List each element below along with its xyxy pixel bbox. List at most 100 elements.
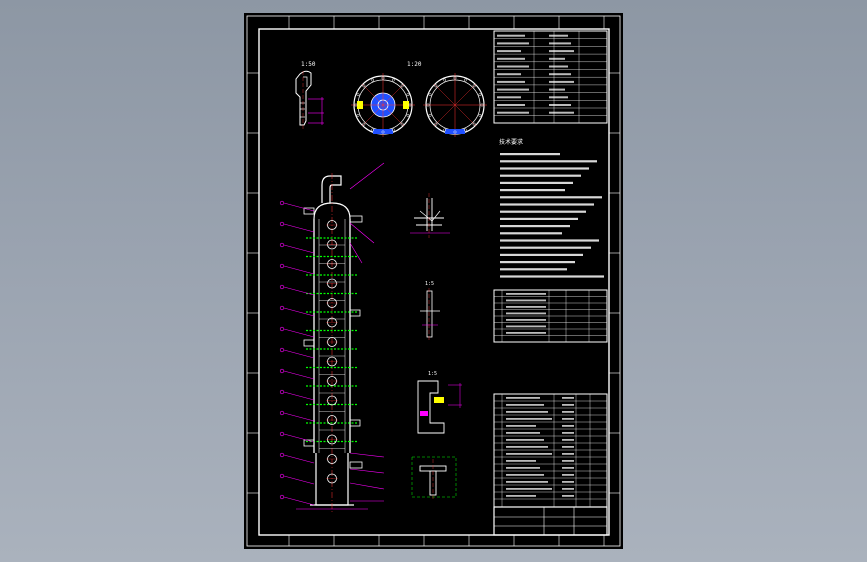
note-text (500, 189, 565, 192)
note-text (500, 167, 589, 170)
note-text (500, 232, 562, 235)
table-text (506, 312, 546, 315)
table-text (506, 446, 548, 448)
bolt-hole (381, 76, 385, 80)
elbow-detail-scale: 1:50 (301, 61, 316, 68)
bolt-hole (434, 84, 438, 88)
note-text (500, 217, 578, 220)
leader-line (283, 391, 315, 401)
table-text (549, 88, 565, 91)
balloon (279, 263, 285, 269)
elbow-detail: 1:50 (295, 61, 324, 131)
table-text (549, 42, 571, 45)
note-text (500, 275, 604, 278)
balloon (279, 200, 285, 206)
table-text (506, 299, 546, 302)
bolt-hole (443, 128, 447, 132)
leader-line (283, 328, 315, 338)
table-text (506, 306, 546, 308)
table-text (562, 425, 574, 427)
table-text (562, 404, 574, 406)
table-text (562, 439, 574, 441)
nozzle-table (493, 289, 608, 343)
title-block (493, 506, 608, 536)
table-text (549, 111, 574, 114)
leader-line (283, 370, 315, 380)
bolt-hole (472, 122, 476, 126)
table-text (549, 57, 565, 60)
table-text (506, 439, 544, 441)
table-text (497, 80, 525, 83)
table-text (562, 453, 574, 455)
table-text (506, 474, 544, 476)
bolt-hole (362, 84, 366, 88)
side-nozzle (349, 309, 361, 317)
table-text (549, 65, 568, 68)
leader-line (283, 244, 315, 254)
detail-3-scale: 1:5 (428, 371, 437, 377)
note-text (500, 239, 599, 242)
table-text (506, 404, 544, 406)
detail-3: 1:5 (417, 371, 462, 434)
table-text (562, 467, 574, 469)
bolt-holes-a (354, 76, 412, 134)
inner-frame (258, 28, 610, 536)
bolt-hole (443, 78, 447, 82)
note-text (500, 174, 581, 177)
table-text (549, 96, 568, 99)
note-text (500, 210, 586, 213)
leader-line (349, 468, 385, 474)
table-text (506, 397, 540, 399)
bolt-hole (406, 93, 410, 97)
side-nozzle (349, 461, 363, 469)
table-text (549, 104, 571, 106)
bolt-hole (428, 113, 432, 117)
section-view-b (423, 73, 487, 137)
note-text (500, 160, 597, 163)
table-text (506, 325, 546, 328)
bolt-hole (428, 93, 432, 97)
table-text (506, 481, 548, 483)
column-elevation (279, 162, 385, 513)
note-text (500, 225, 570, 228)
detail-1 (410, 193, 450, 238)
table-text (506, 332, 546, 334)
leader-line (283, 496, 315, 506)
leader-line (283, 349, 315, 359)
leader-line (283, 454, 315, 464)
table-text (506, 495, 536, 497)
bolt-hole (391, 78, 395, 82)
drawing-canvas: 1:50 1:20 (246, 15, 621, 547)
note-text (500, 261, 575, 264)
bolt-hole (371, 78, 375, 82)
parts-list (493, 393, 608, 508)
leader-line (283, 412, 315, 422)
table-text (506, 488, 552, 490)
note-text (500, 196, 602, 199)
note-text (500, 153, 560, 156)
balloon (279, 284, 285, 290)
table-text (562, 418, 574, 420)
table-text (562, 460, 574, 462)
balloon (279, 452, 285, 458)
leader-line (283, 433, 315, 443)
section-view-a: 1:20 (351, 61, 422, 137)
note-text (500, 181, 573, 184)
leader-lines (279, 162, 385, 510)
table-text (506, 425, 536, 427)
bolt-hole (400, 84, 404, 88)
bolt-hole (478, 93, 482, 97)
leader-line (283, 265, 315, 275)
side-nozzle (349, 419, 361, 427)
table-text (497, 111, 529, 114)
table-text (506, 460, 536, 462)
balloon (279, 494, 285, 500)
balloon (279, 431, 285, 437)
note-text (500, 246, 591, 249)
leader-line (283, 307, 315, 317)
table-text (562, 495, 574, 497)
design-data-table (493, 30, 608, 124)
note-text (500, 268, 567, 271)
table-text (497, 50, 521, 53)
